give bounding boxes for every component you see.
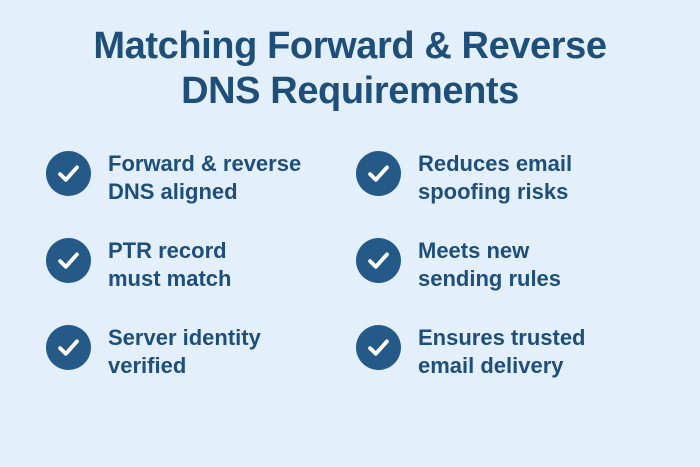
checklist-item-line-2: sending rules [418,266,562,291]
check-circle-icon [356,325,401,370]
checklist-item-line-1: Reduces email [418,151,573,176]
checklist-item-label: Ensures trusted email delivery [418,322,586,380]
checklist-item-line-1: Ensures trusted [418,325,586,350]
page-title-line-1: Matching Forward & Reverse [93,25,607,67]
checklist-item-ptr-record-must-match: PTR record must match [46,235,356,293]
checklist-item-label: Forward & reverse DNS aligned [108,148,301,206]
checklist-grid: Forward & reverse DNS aligned Reduces em… [46,148,666,409]
check-circle-icon [356,238,401,283]
page-title: Matching Forward & Reverse DNS Requireme… [0,24,700,114]
checklist-item-line-2: email delivery [418,353,564,378]
checklist-item-label: Meets new sending rules [418,235,561,293]
checklist-item-line-1: Server identity [108,325,261,350]
checklist-item-forward-reverse-dns-aligned: Forward & reverse DNS aligned [46,148,356,206]
checklist-item-reduces-email-spoofing-risks: Reduces email spoofing risks [356,148,666,206]
check-circle-icon [356,151,401,196]
checklist-item-ensures-trusted-email-delivery: Ensures trusted email delivery [356,322,666,380]
checklist-item-line-2: spoofing risks [418,179,569,204]
checklist-item-line-1: PTR record [108,238,227,263]
checklist-item-line-2: must match [108,266,232,291]
checklist-item-meets-new-sending-rules: Meets new sending rules [356,235,666,293]
checklist-item-server-identity-verified: Server identity verified [46,322,356,380]
check-circle-icon [46,325,91,370]
checklist-item-label: PTR record must match [108,235,231,293]
checklist-item-label: Server identity verified [108,322,261,380]
checklist-item-line-1: Meets new [418,238,530,263]
check-circle-icon [46,238,91,283]
page-title-line-2: DNS Requirements [181,70,519,112]
checklist-item-line-2: DNS aligned [108,179,238,204]
checklist-item-label: Reduces email spoofing risks [418,148,572,206]
check-circle-icon [46,151,91,196]
checklist-item-line-1: Forward & reverse [108,151,302,176]
checklist-item-line-2: verified [108,353,187,378]
